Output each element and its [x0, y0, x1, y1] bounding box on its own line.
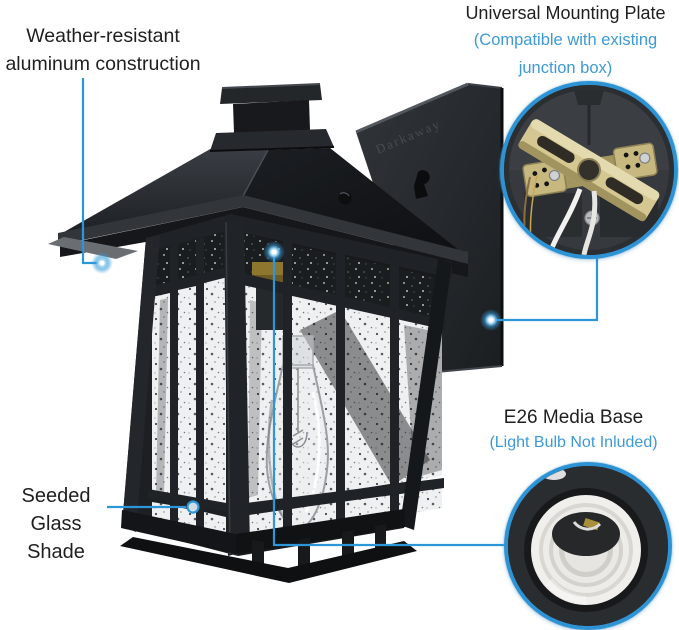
- annotation-line: Weather-resistant: [26, 25, 180, 47]
- lantern-base: [120, 509, 417, 583]
- mounting-plate-inset-photo: [500, 81, 678, 259]
- lantern-roof: [48, 148, 468, 277]
- leader-lines: [81, 78, 599, 547]
- base-plinth: [120, 537, 417, 583]
- annotation-mounting-plate: Universal Mounting Plate (Compatible wit…: [452, 0, 679, 82]
- socket-inset-photo: [504, 462, 672, 630]
- annotation-seeded-glass: Seeded Glass Shade: [0, 482, 112, 566]
- leader-glass-ring: [186, 500, 200, 514]
- crossbar: [518, 119, 660, 222]
- annotation-note-line: (Compatible with existing: [473, 31, 658, 49]
- eave-band: [60, 207, 468, 277]
- annotation-title: E26 Media Base: [503, 407, 644, 428]
- e26-socket-detail: [508, 466, 668, 626]
- annotation-line: Seeded: [21, 485, 91, 507]
- annotation-line: aluminum construction: [5, 53, 201, 75]
- eave-crown: [58, 195, 468, 264]
- socket-brass-strip: [252, 262, 290, 275]
- annotation-title: Universal Mounting Plate: [465, 3, 666, 23]
- annotation-note-line: junction box): [518, 59, 613, 77]
- leader-socket: [272, 252, 506, 547]
- annotation-line: Glass Shade: [27, 513, 85, 563]
- lantern-finial: [209, 83, 335, 152]
- eave-soffit: [48, 237, 138, 259]
- lantern-frame: [122, 214, 452, 556]
- annotation-weather-resistant: Weather-resistant aluminum construction: [0, 22, 206, 78]
- corner-stile: [224, 218, 250, 556]
- mounting-plate-detail: [504, 85, 674, 255]
- plate-keyhole: [414, 170, 430, 199]
- leader-mounting: [496, 256, 599, 322]
- annotation-e26-base: E26 Media Base (Light Bulb Not Inluded): [468, 406, 679, 456]
- annotation-note-line: (Light Bulb Not Inluded): [489, 434, 658, 451]
